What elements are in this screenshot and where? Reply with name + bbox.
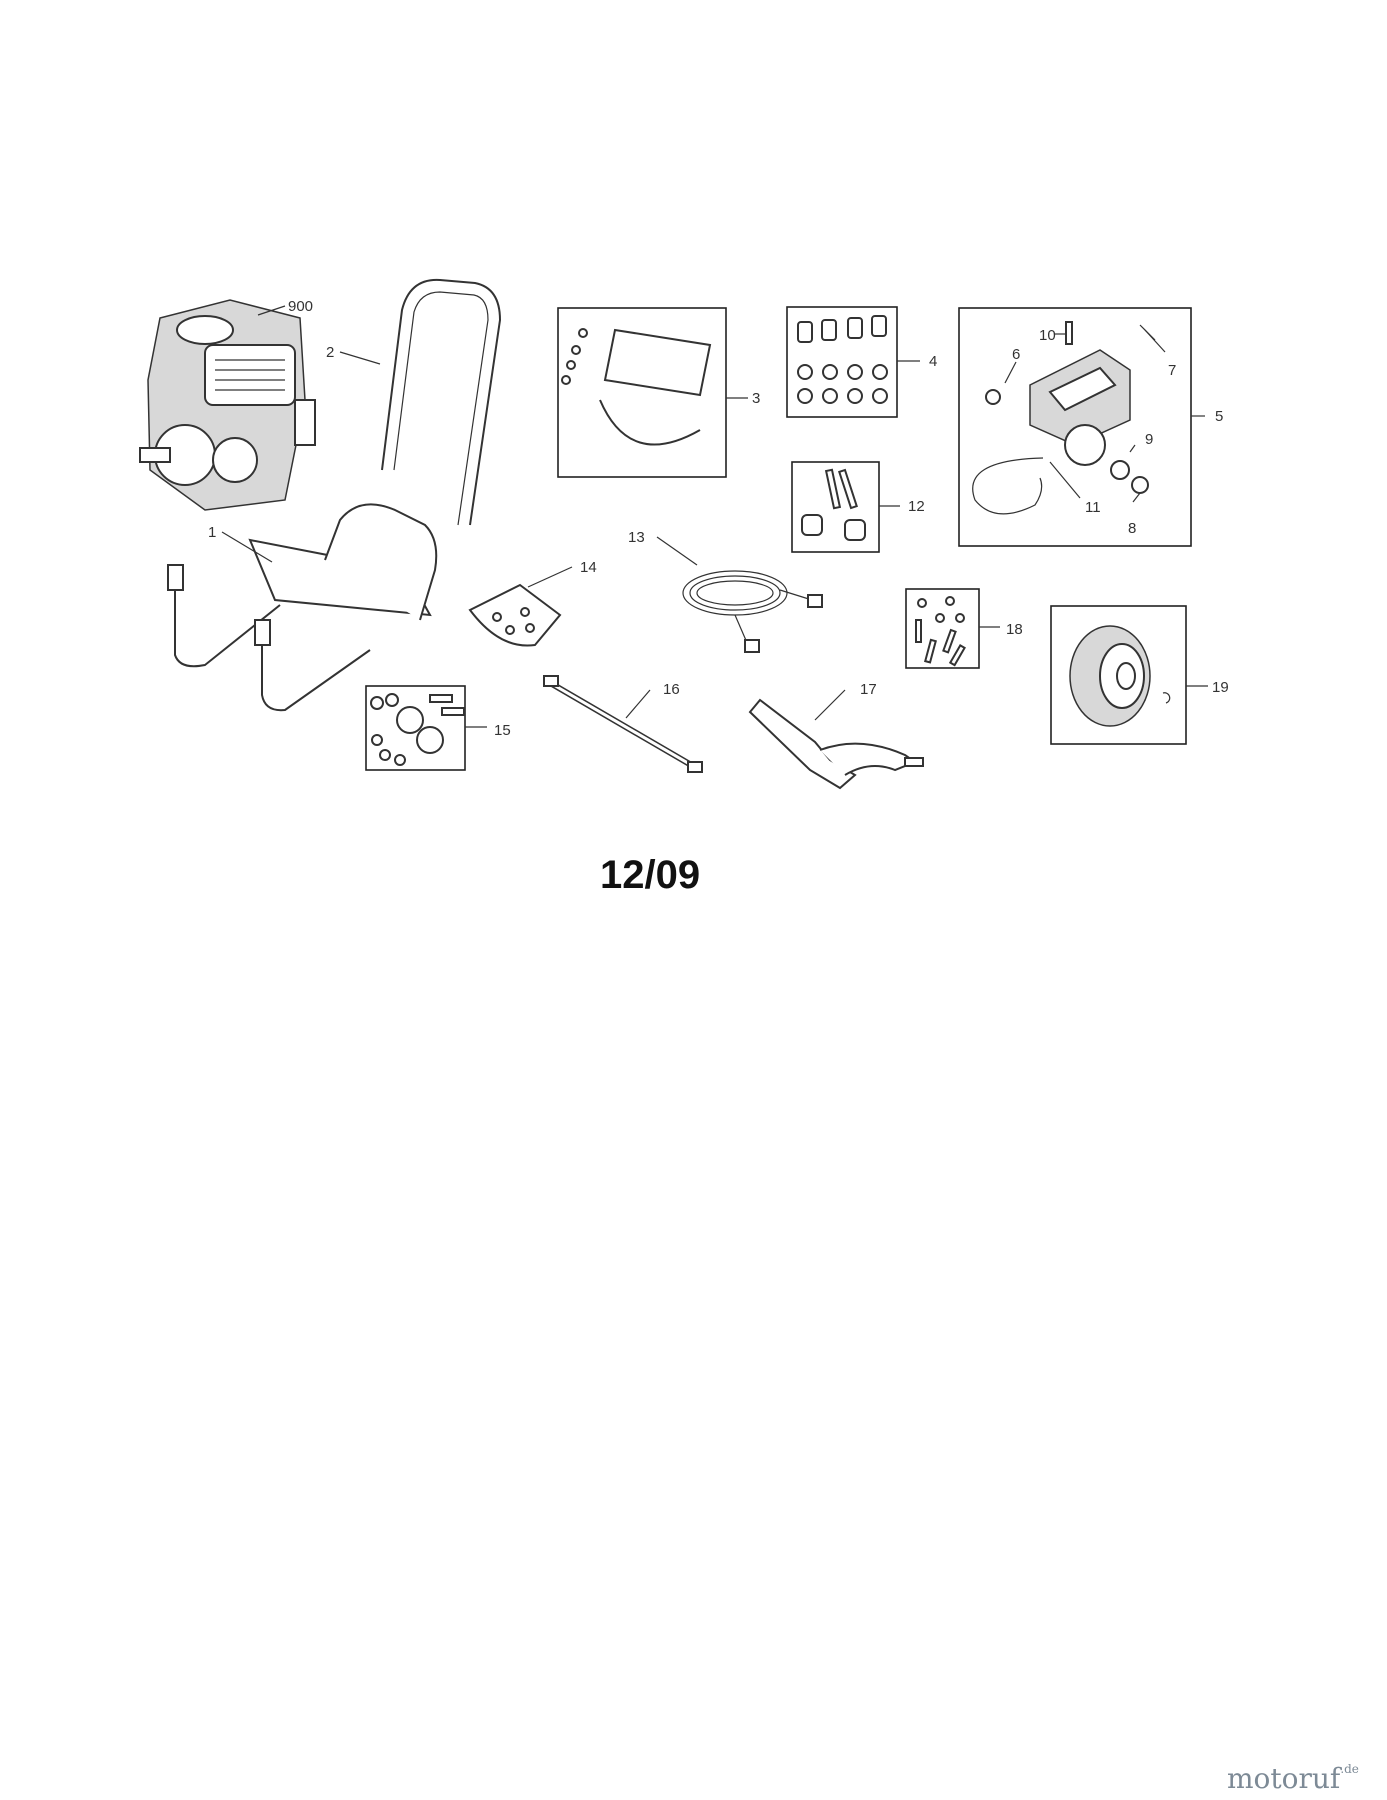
part-wand[interactable] [543,675,703,773]
label-4: 4 [929,353,937,370]
date-code: 12/09 [600,853,701,897]
part-pump-assembly[interactable] [972,321,1156,515]
box-19 [1050,605,1187,745]
label-17: 17 [860,681,877,698]
part-fastener-bag[interactable] [468,583,562,647]
label-7: 7 [1168,362,1176,379]
part-frame[interactable] [167,503,438,712]
part-bracket-kit[interactable] [561,328,712,446]
label-15: 15 [494,722,511,739]
box-3 [557,307,727,478]
part-screws-18[interactable] [915,596,966,667]
label-14: 14 [580,559,597,576]
part-upper-handle[interactable] [381,278,501,526]
label-1: 1 [208,524,216,541]
part-wheel[interactable] [1069,625,1171,727]
part-spray-gun[interactable] [748,698,924,790]
label-10: 10 [1039,327,1056,344]
label-16: 16 [663,681,680,698]
label-19: 19 [1212,679,1229,696]
label-2: 2 [326,344,334,361]
box-4 [786,306,898,418]
label-13: 13 [628,529,645,546]
part-hardware-12[interactable] [801,468,866,541]
label-18: 18 [1006,621,1023,638]
label-900: 900 [288,298,313,315]
part-engine[interactable] [139,299,316,511]
watermark-brand: motoruf [1227,1762,1341,1795]
label-12: 12 [908,498,925,515]
label-8: 8 [1128,520,1136,537]
label-9: 9 [1145,431,1153,448]
box-12 [791,461,880,553]
label-3: 3 [752,390,760,407]
label-6: 6 [1012,346,1020,363]
part-hose[interactable] [682,570,823,653]
watermark-logo: motoruf.de [1227,1762,1359,1795]
box-18 [905,588,980,669]
label-11: 11 [1085,499,1101,516]
box-15 [365,685,466,771]
part-vibration-mounts[interactable] [797,315,888,404]
box-5 [958,307,1192,547]
label-5: 5 [1215,408,1223,425]
watermark-tld: .de [1340,1762,1359,1776]
part-axle-hardware[interactable] [370,693,465,766]
